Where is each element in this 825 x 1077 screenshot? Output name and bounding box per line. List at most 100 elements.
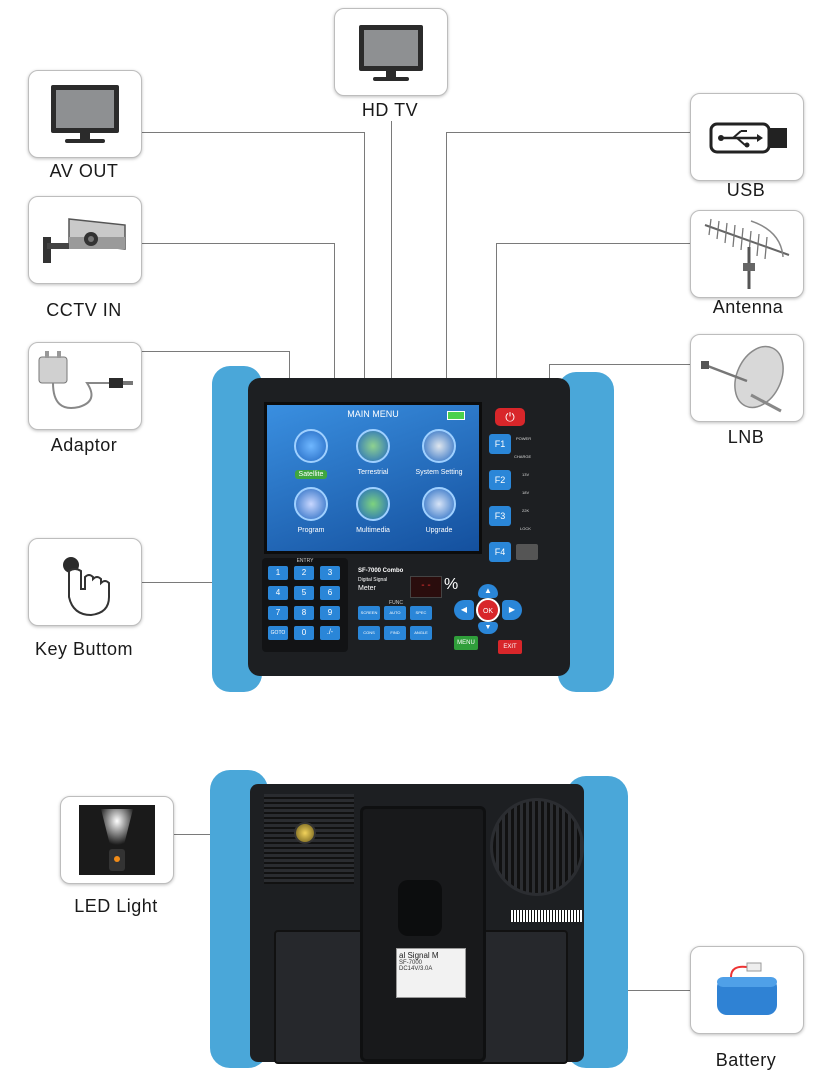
- adaptor-connector-v: [289, 351, 290, 381]
- key-8[interactable]: 8: [294, 606, 314, 620]
- menu-item-system-setting[interactable]: System Setting: [403, 429, 475, 485]
- nav-up-button[interactable]: ▲: [478, 584, 498, 598]
- av-out-label: AV OUT: [49, 161, 119, 181]
- av-out-connector-h: [140, 132, 364, 133]
- key-button-label: Key Buttom: [34, 639, 134, 659]
- kickstand-hole: [398, 880, 442, 936]
- program-icon: [294, 487, 328, 521]
- back-label-model: SF-7000: [399, 960, 423, 966]
- menu-item-multimedia[interactable]: Multimedia: [343, 487, 403, 543]
- indicator-charge: CHARGE: [514, 454, 532, 459]
- monitor-icon: [51, 85, 119, 143]
- tv-icon: [359, 25, 423, 81]
- key-9[interactable]: 9: [320, 606, 340, 620]
- cctv-callout: [28, 196, 142, 284]
- key-button-connector: [140, 582, 262, 583]
- back-label-title: al Signal M: [399, 951, 439, 960]
- av-out-callout: [28, 70, 142, 158]
- nav-right-button[interactable]: ▶: [502, 600, 522, 620]
- usb-connector-v: [446, 132, 447, 381]
- back-label: al Signal M SF-7000 DC14V/3.0A: [396, 948, 466, 998]
- terrestrial-icon: [356, 429, 390, 463]
- led-light-callout: [60, 796, 174, 884]
- menu-item-terrestrial[interactable]: Terrestrial: [343, 429, 403, 485]
- multimedia-icon: [356, 487, 390, 521]
- key-dot-minus[interactable]: ./-: [320, 626, 340, 640]
- antenna-label: Antenna: [712, 297, 784, 317]
- key-1[interactable]: 1: [268, 566, 288, 580]
- usb-stick-icon: [709, 122, 787, 154]
- func-key-angle[interactable]: ANGLE: [410, 626, 432, 640]
- indicator-lock: LOCK: [520, 526, 531, 531]
- keypad: ENTRY 1 2 3 4 5 6 7 8 9 GOTO 0 ./-: [262, 558, 348, 652]
- func-key-cons[interactable]: CONS: [358, 626, 380, 640]
- av-out-connector-v: [364, 132, 365, 381]
- gear-icon: [422, 429, 456, 463]
- front-device: MAIN MENU Satellite Terrestrial System S…: [212, 362, 632, 696]
- screen: MAIN MENU Satellite Terrestrial System S…: [264, 402, 482, 554]
- battery-callout: [690, 946, 804, 1034]
- keypad-header: ENTRY: [296, 558, 314, 564]
- func-key-spec[interactable]: SPEC: [410, 606, 432, 620]
- f3-button[interactable]: F3: [489, 506, 511, 526]
- led-light-label: LED Light: [74, 896, 158, 916]
- key-button-callout: [28, 538, 142, 626]
- sensor-window: [516, 544, 538, 560]
- brand-model: SF-7000 Combo: [358, 568, 404, 574]
- f4-button[interactable]: F4: [489, 542, 511, 562]
- screen-title: MAIN MENU: [347, 409, 399, 419]
- hdtv-label: HD TV: [361, 100, 419, 120]
- nav-down-button[interactable]: ▼: [478, 622, 498, 634]
- menu-label: Upgrade: [425, 527, 453, 534]
- func-header: FUNC: [389, 600, 403, 606]
- func-key-screen[interactable]: SCREEN: [358, 606, 380, 620]
- lnb-connector-v: [549, 364, 550, 381]
- indicator-18v: 18V: [522, 490, 530, 495]
- key-7[interactable]: 7: [268, 606, 288, 620]
- func-key-auto[interactable]: AUTO: [384, 606, 406, 620]
- upgrade-icon: [422, 487, 456, 521]
- f1-button[interactable]: F1: [489, 434, 511, 454]
- menu-item-upgrade[interactable]: Upgrade: [409, 487, 469, 543]
- nav-left-button[interactable]: ◀: [454, 600, 474, 620]
- satellite-dish-icon: [701, 345, 784, 413]
- menu-item-satellite[interactable]: Satellite: [281, 429, 341, 485]
- menu-item-program[interactable]: Program: [281, 487, 341, 543]
- adaptor-connector-h: [140, 351, 289, 352]
- key-2[interactable]: 2: [294, 566, 314, 580]
- menu-button[interactable]: MENU: [454, 636, 478, 650]
- battery-level-icon: [447, 411, 465, 420]
- cctv-connector-v: [334, 243, 335, 381]
- key-5[interactable]: 5: [294, 586, 314, 600]
- led-lamp: [294, 822, 316, 844]
- func-key-find[interactable]: FIND: [384, 626, 406, 640]
- usb-callout: [690, 93, 804, 181]
- key-6[interactable]: 6: [320, 586, 340, 600]
- back-device: al Signal M SF-7000 DC14V/3.0A: [210, 770, 630, 1070]
- key-0[interactable]: 0: [294, 626, 314, 640]
- antenna-connector-v: [496, 243, 497, 381]
- satellite-icon: [294, 429, 328, 463]
- brand-line1: Digital Signal: [358, 577, 388, 583]
- exit-button[interactable]: EXIT: [498, 640, 522, 654]
- hdtv-callout: [334, 8, 448, 96]
- menu-label: Satellite: [294, 470, 328, 479]
- antenna-icon: [704, 218, 790, 289]
- battery-icon: [717, 962, 777, 1015]
- key-goto[interactable]: GOTO: [268, 626, 288, 640]
- key-4[interactable]: 4: [268, 586, 288, 600]
- ok-button[interactable]: OK: [476, 598, 500, 622]
- cctv-label: CCTV IN: [46, 300, 122, 320]
- speaker-grille: [490, 798, 584, 896]
- brand-line2: Meter: [358, 585, 376, 592]
- hdtv-connector-v1: [391, 121, 392, 381]
- usb-label: USB: [726, 180, 766, 200]
- power-button[interactable]: ⏻: [495, 408, 525, 426]
- f2-button[interactable]: F2: [489, 470, 511, 490]
- indicator-22k: 22K: [522, 508, 530, 513]
- antenna-callout: [690, 210, 804, 298]
- antenna-connector-h: [496, 243, 690, 244]
- menu-label: Terrestrial: [357, 469, 389, 476]
- indicator-13v: 13V: [522, 472, 530, 477]
- key-3[interactable]: 3: [320, 566, 340, 580]
